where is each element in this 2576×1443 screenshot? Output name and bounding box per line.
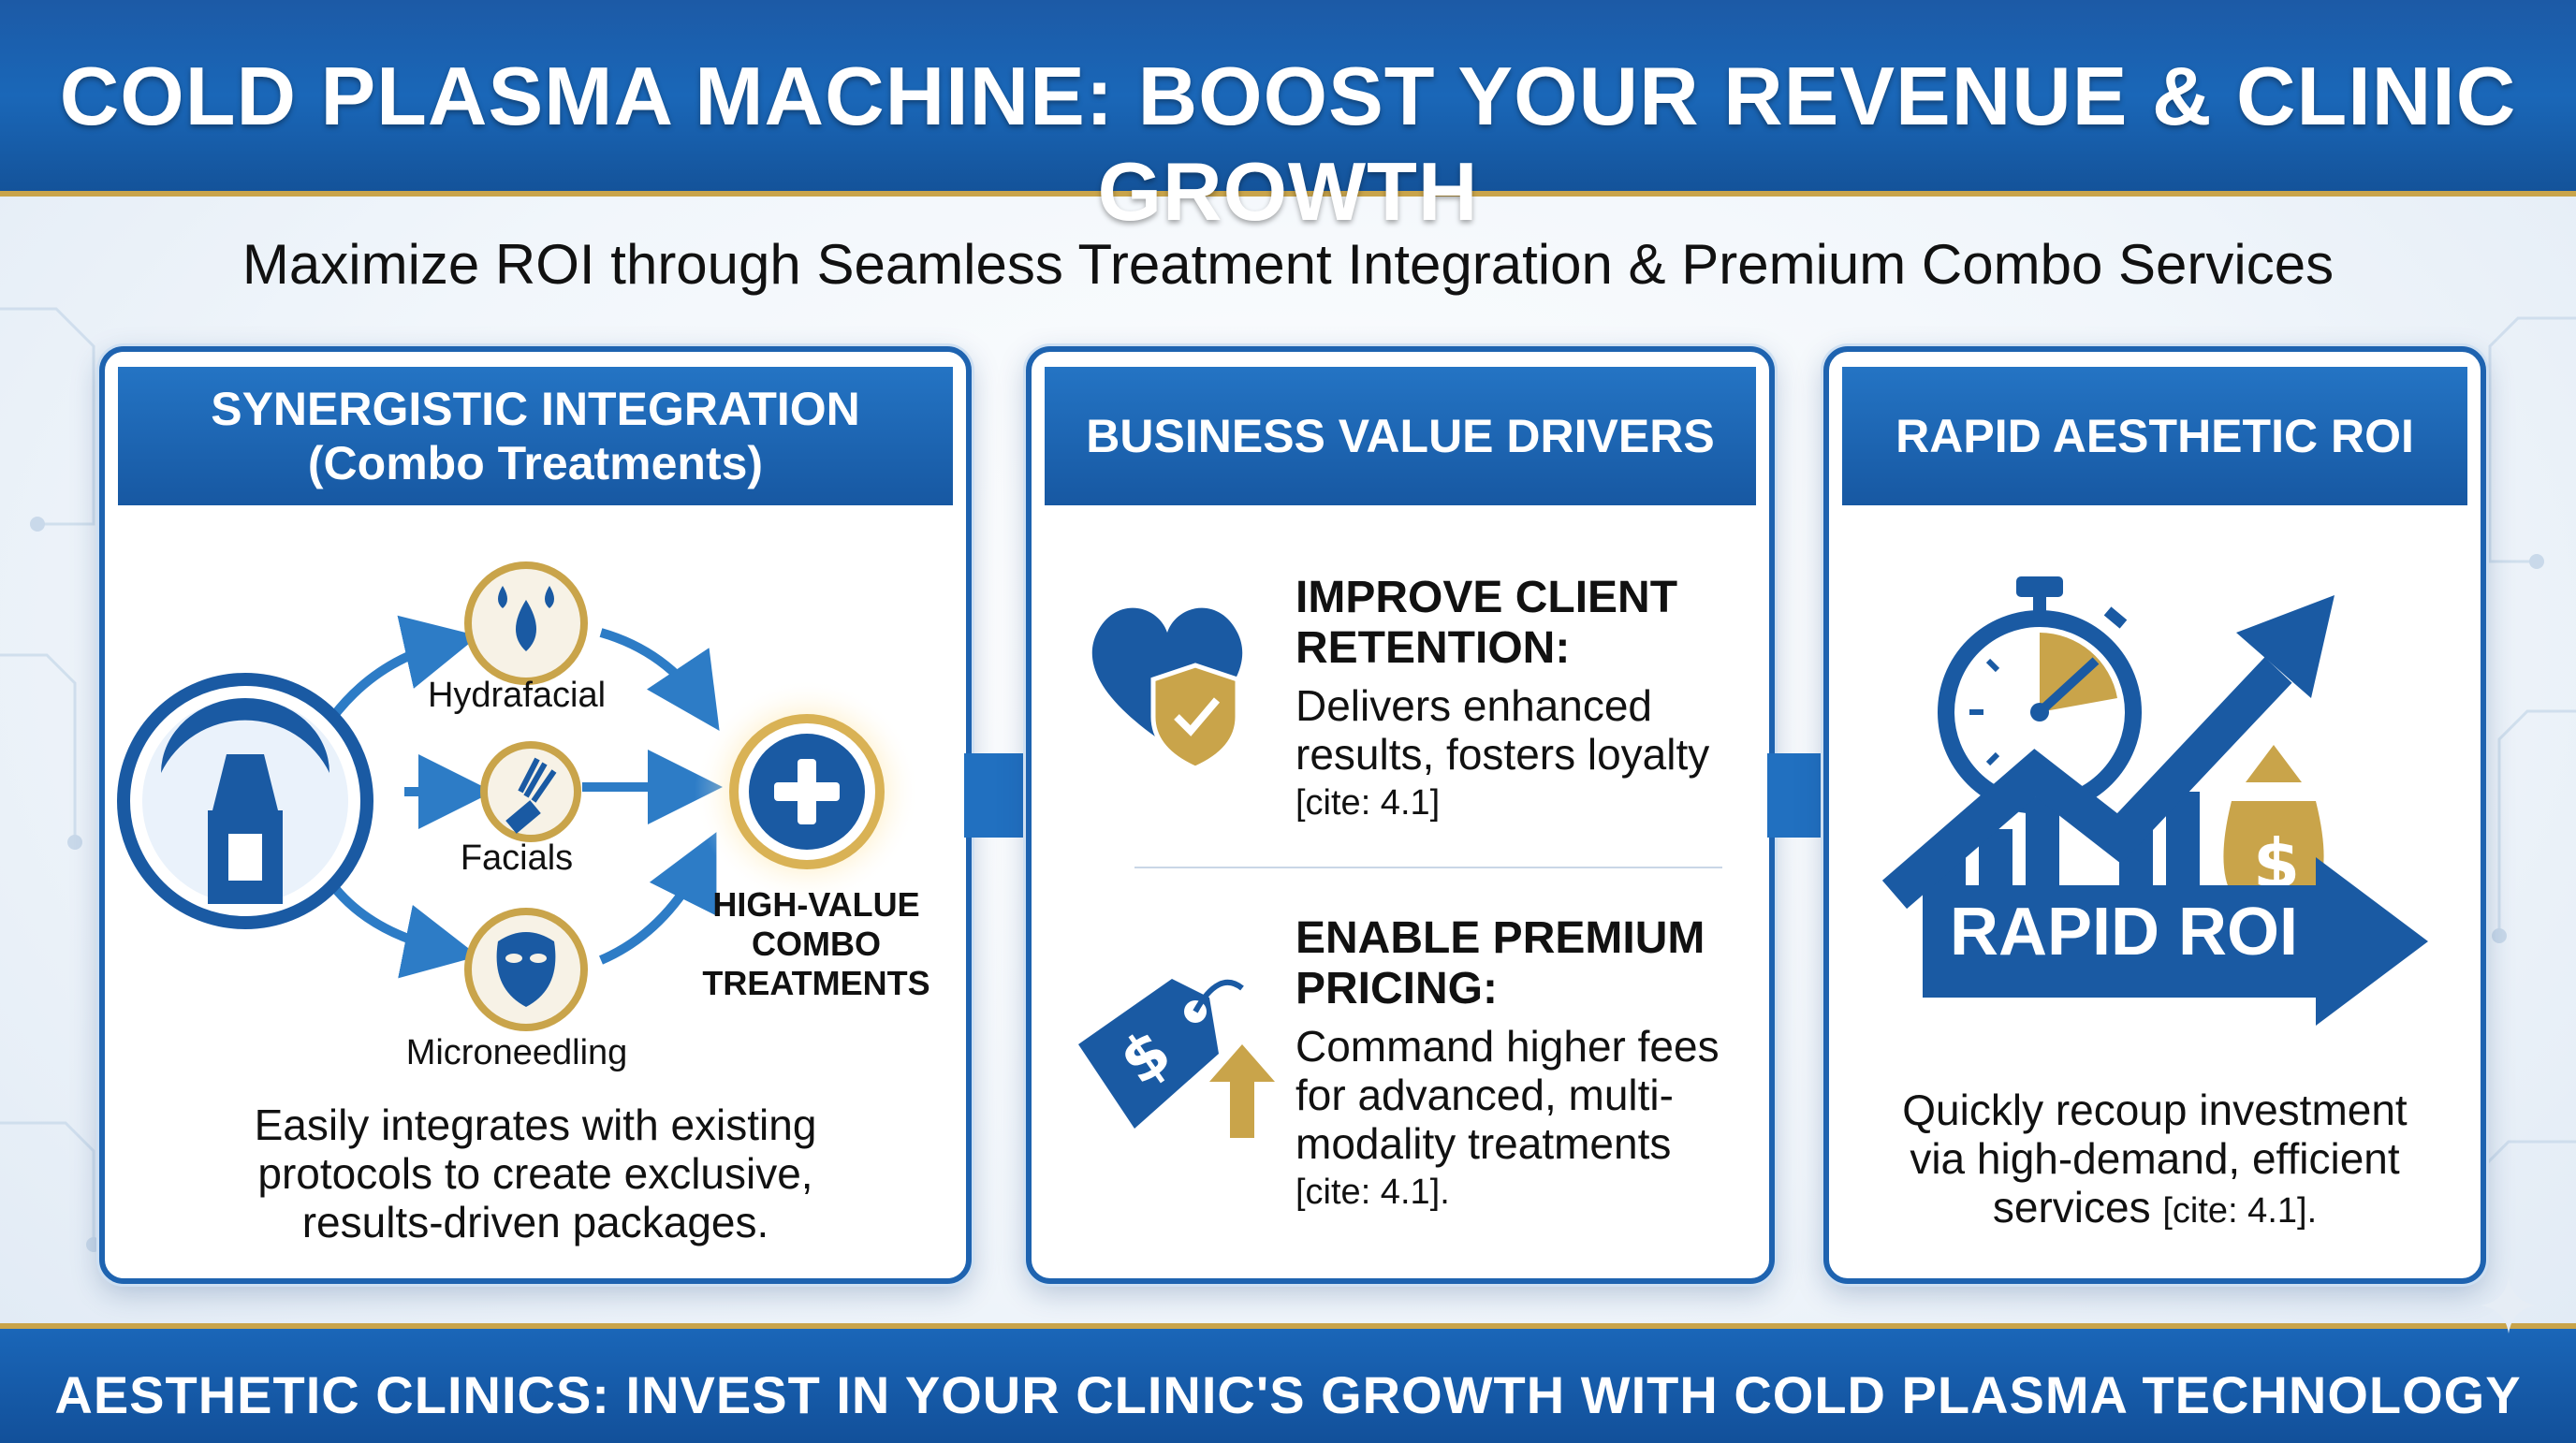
- roi-description-line: Quickly recoup investment: [1902, 1086, 2408, 1134]
- combo-label-line: TREATMENTS: [702, 964, 930, 1002]
- panel-roi-heading: RAPID AESTHETIC ROI: [1842, 367, 2467, 505]
- header-banner: COLD PLASMA MACHINE: BOOST YOUR REVENUE …: [0, 0, 2576, 238]
- driver-title-line: PRICING:: [1295, 964, 1498, 1013]
- driver-retention: IMPROVE CLIENT RETENTION: Delivers enhan…: [1295, 573, 1745, 827]
- driver-title-line: RETENTION:: [1295, 623, 1571, 673]
- heading-line-1: SYNERGISTIC INTEGRATION: [211, 383, 860, 435]
- footer-banner: AESTHETIC CLINICS: INVEST IN YOUR CLINIC…: [0, 1323, 2576, 1443]
- roi-heading: RAPID AESTHETIC ROI: [1895, 410, 2414, 462]
- driver-body-line: Delivers enhanced: [1295, 681, 1653, 730]
- heart-shield-icon: [1091, 607, 1243, 771]
- plasma-device-icon: [117, 673, 373, 929]
- panel-roi: RAPID AESTHETIC ROI: [1823, 346, 2486, 1284]
- combo-label-line: HIGH-VALUE: [712, 885, 920, 924]
- driver-title-line: ENABLE PREMIUM: [1295, 913, 1705, 963]
- subtitle: Maximize ROI through Seamless Treatment …: [242, 233, 2334, 296]
- panel-integration: SYNERGISTIC INTEGRATION (Combo Treatment…: [99, 346, 972, 1284]
- treatment-label-microneedling: Microneedling: [405, 1033, 628, 1072]
- plus-icon: [695, 679, 919, 904]
- heading-line-2: (Combo Treatments): [307, 437, 764, 489]
- page-title: COLD PLASMA MACHINE: BOOST YOUR REVENUE …: [59, 50, 2517, 238]
- roi-description-line: via high-demand, efficient: [1910, 1134, 2400, 1183]
- rapid-roi-label: RAPID ROI: [1949, 895, 2299, 969]
- panel-drivers: BUSINESS VALUE DRIVERS IMPROVE CLIENT RE…: [1026, 346, 1775, 1284]
- driver-body-line: for advanced, multi-: [1295, 1071, 1674, 1119]
- citation: [cite: 4.1].: [1295, 1173, 1450, 1212]
- divider: [1134, 867, 1722, 868]
- sparkle-icon: [2481, 1277, 2537, 1334]
- driver-body-line: Command higher fees: [1295, 1022, 1720, 1071]
- face-mask-icon: [464, 908, 588, 1031]
- description-line: protocols to create exclusive,: [257, 1149, 813, 1198]
- description-line: Easily integrates with existing: [254, 1100, 817, 1149]
- brush-icon: [480, 741, 581, 842]
- citation: [cite: 4.1].: [2162, 1191, 2318, 1231]
- footer-text: AESTHETIC CLINICS: INVEST IN YOUR CLINIC…: [54, 1365, 2522, 1424]
- roi-description: Quickly recoup investment via high-deman…: [1838, 1086, 2471, 1235]
- driver-title-line: IMPROVE CLIENT: [1295, 573, 1678, 622]
- panel-integration-heading: SYNERGISTIC INTEGRATION (Combo Treatment…: [118, 367, 953, 505]
- integration-description: Easily integrates with existing protocol…: [124, 1100, 947, 1246]
- combo-diagram: [117, 561, 919, 1031]
- driver-pricing: ENABLE PREMIUM PRICING: Command higher f…: [1295, 913, 1745, 1217]
- combo-label-line: COMBO: [752, 925, 881, 963]
- treatment-label-hydrafacial: Hydrafacial: [427, 676, 607, 715]
- rapid-roi-arrow-icon: [1923, 857, 2428, 1026]
- panel-drivers-heading: BUSINESS VALUE DRIVERS: [1045, 367, 1756, 505]
- description-line: results-driven packages.: [301, 1198, 769, 1246]
- droplets-icon: [464, 561, 588, 685]
- drivers-heading: BUSINESS VALUE DRIVERS: [1086, 410, 1715, 462]
- price-tag-icon: $: [1078, 979, 1275, 1138]
- roi-description-line: services [cite: 4.1].: [1838, 1183, 2471, 1235]
- driver-body-line: modality treatments: [1295, 1119, 1672, 1168]
- citation: [cite: 4.1]: [1295, 783, 1441, 823]
- treatment-label-facials: Facials: [460, 838, 574, 878]
- driver-body-line: results, fosters loyalty: [1295, 730, 1710, 779]
- roi-description-text: services: [1992, 1183, 2151, 1232]
- combo-label: HIGH-VALUE COMBO TREATMENTS: [685, 885, 947, 1003]
